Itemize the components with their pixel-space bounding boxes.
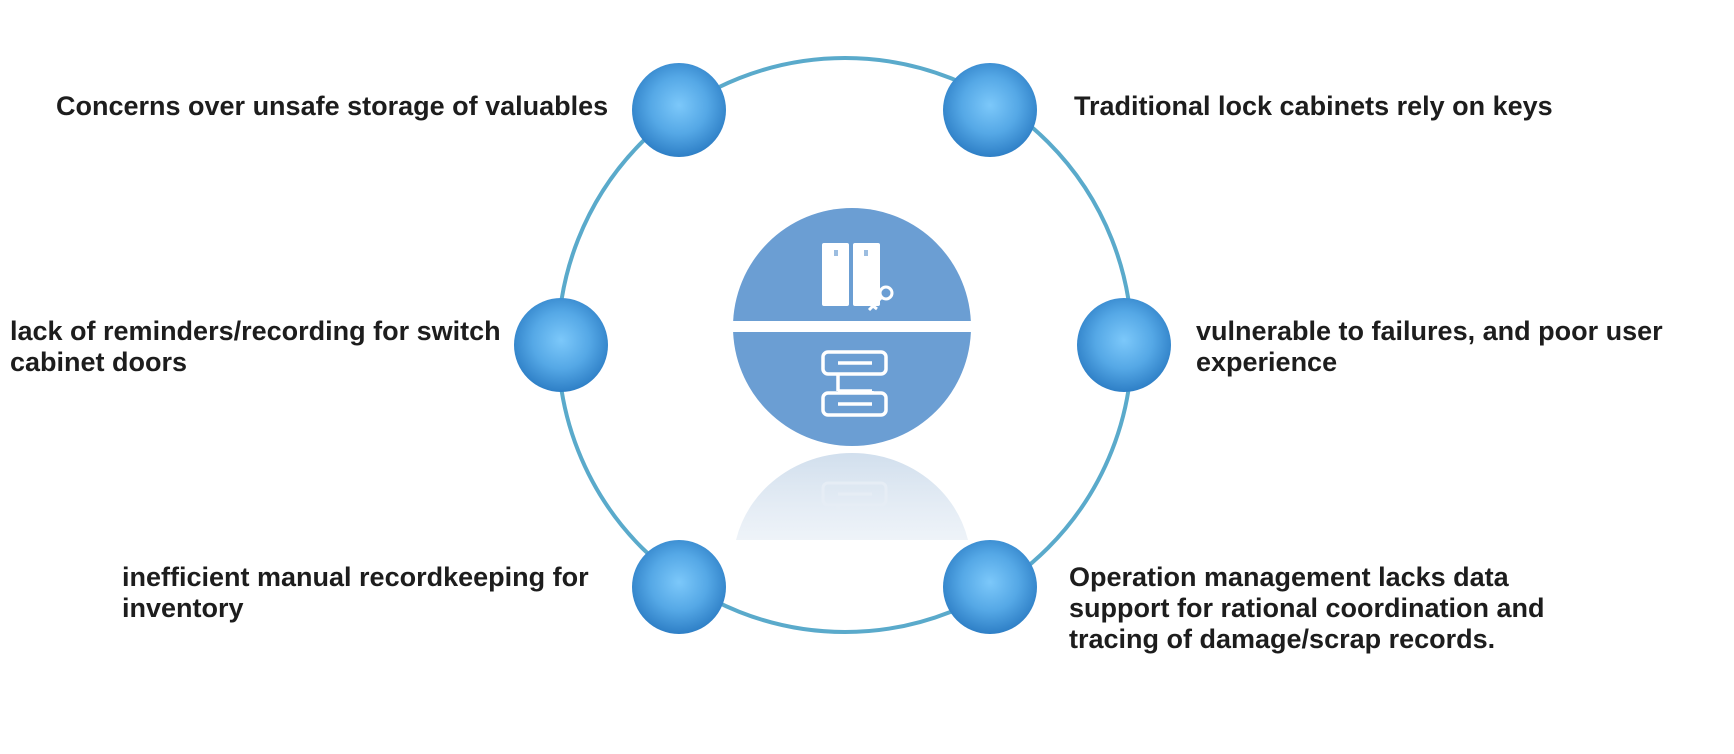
node-mid-left <box>514 298 608 392</box>
node-top-left <box>632 63 726 157</box>
label-bottom-left: inefficient manual recordkeeping for inv… <box>122 562 589 624</box>
label-bottom-right: Operation management lacks data support … <box>1069 562 1545 655</box>
label-line: inefficient manual recordkeeping for <box>122 562 589 592</box>
label-line: inventory <box>122 593 244 623</box>
center-hub <box>730 208 975 446</box>
node-top-right <box>943 63 1037 157</box>
cabinet-with-key-icon <box>822 243 894 312</box>
label-mid-right: vulnerable to failures, and poor user ex… <box>1196 316 1663 378</box>
label-line: Traditional lock cabinets rely on keys <box>1074 91 1553 121</box>
label-line: tracing of damage/scrap records. <box>1069 624 1496 654</box>
label-line: cabinet doors <box>10 347 188 377</box>
label-line: vulnerable to failures, and poor user <box>1196 316 1663 346</box>
node-mid-right <box>1077 298 1171 392</box>
center-reflection <box>736 453 968 540</box>
label-line: experience <box>1196 347 1338 377</box>
label-top-left: Concerns over unsafe storage of valuable… <box>56 91 608 122</box>
node-bottom-right <box>943 540 1037 634</box>
label-top-right: Traditional lock cabinets rely on keys <box>1074 91 1553 122</box>
flow-blocks-icon <box>821 350 888 417</box>
label-mid-left: lack of reminders/recording for switch c… <box>10 316 501 378</box>
label-line: support for rational coordination and <box>1069 593 1545 623</box>
label-line: lack of reminders/recording for switch <box>10 316 501 346</box>
label-line: Operation management lacks data <box>1069 562 1509 592</box>
label-line: Concerns over unsafe storage of valuable… <box>56 91 609 121</box>
node-bottom-left <box>632 540 726 634</box>
